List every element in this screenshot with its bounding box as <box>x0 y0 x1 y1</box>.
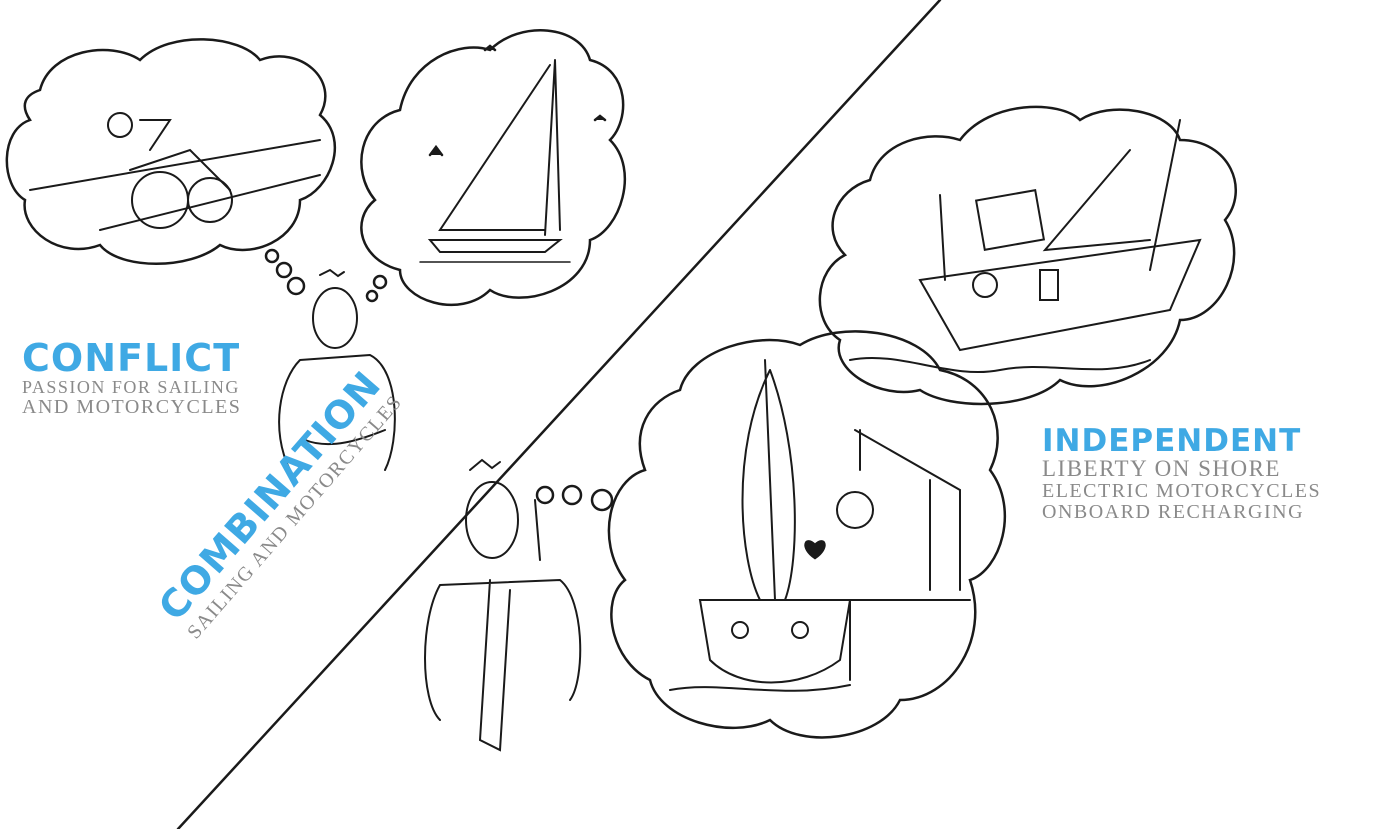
diagonal-divider <box>176 0 942 829</box>
heart-icon <box>804 540 826 560</box>
motorcycle-rider-sketch <box>107 112 233 229</box>
independent-line: ONBOARD RECHARGING <box>1042 501 1305 524</box>
thinking-man-sketch <box>278 268 396 471</box>
thought-cloud-sailboat <box>360 29 627 307</box>
conflict-line: AND MOTORCYCLES <box>22 395 242 418</box>
thought-bubble-dot <box>561 484 583 506</box>
smiling-man-sketch <box>424 458 582 752</box>
thought-bubble-dot <box>590 488 614 512</box>
bird-icon <box>428 44 607 157</box>
thought-cloud-motorcycle <box>5 38 337 265</box>
conflict-title: CONFLICT <box>22 336 241 380</box>
sailboat-sketch <box>419 59 571 263</box>
independent-line: LIBERTY ON SHORE <box>1042 456 1281 481</box>
thought-cloud-boat-crane <box>607 330 1006 739</box>
thought-bubble-dot <box>275 261 293 279</box>
conflict-subtitle: PASSION FOR SAILING AND MOTORCYCLES <box>22 378 241 418</box>
independent-subtitle: LIBERTY ON SHORE ELECTRIC MOTORCYCLES ON… <box>1042 456 1322 524</box>
boat-crane-sketch <box>669 359 971 692</box>
thought-bubble-dot <box>372 274 388 290</box>
solar-sailboat-sketch <box>849 119 1202 374</box>
thought-bubble-dot <box>264 248 280 264</box>
thought-bubble-dot <box>365 289 379 303</box>
thought-bubble-dot <box>535 485 555 505</box>
independent-line: ELECTRIC MOTORCYCLES <box>1042 480 1322 503</box>
road-lines <box>29 139 321 231</box>
independent-title: INDEPENDENT <box>1042 423 1302 459</box>
conflict-line: PASSION FOR SAILING <box>22 377 240 397</box>
thought-bubble-dot <box>286 276 306 296</box>
